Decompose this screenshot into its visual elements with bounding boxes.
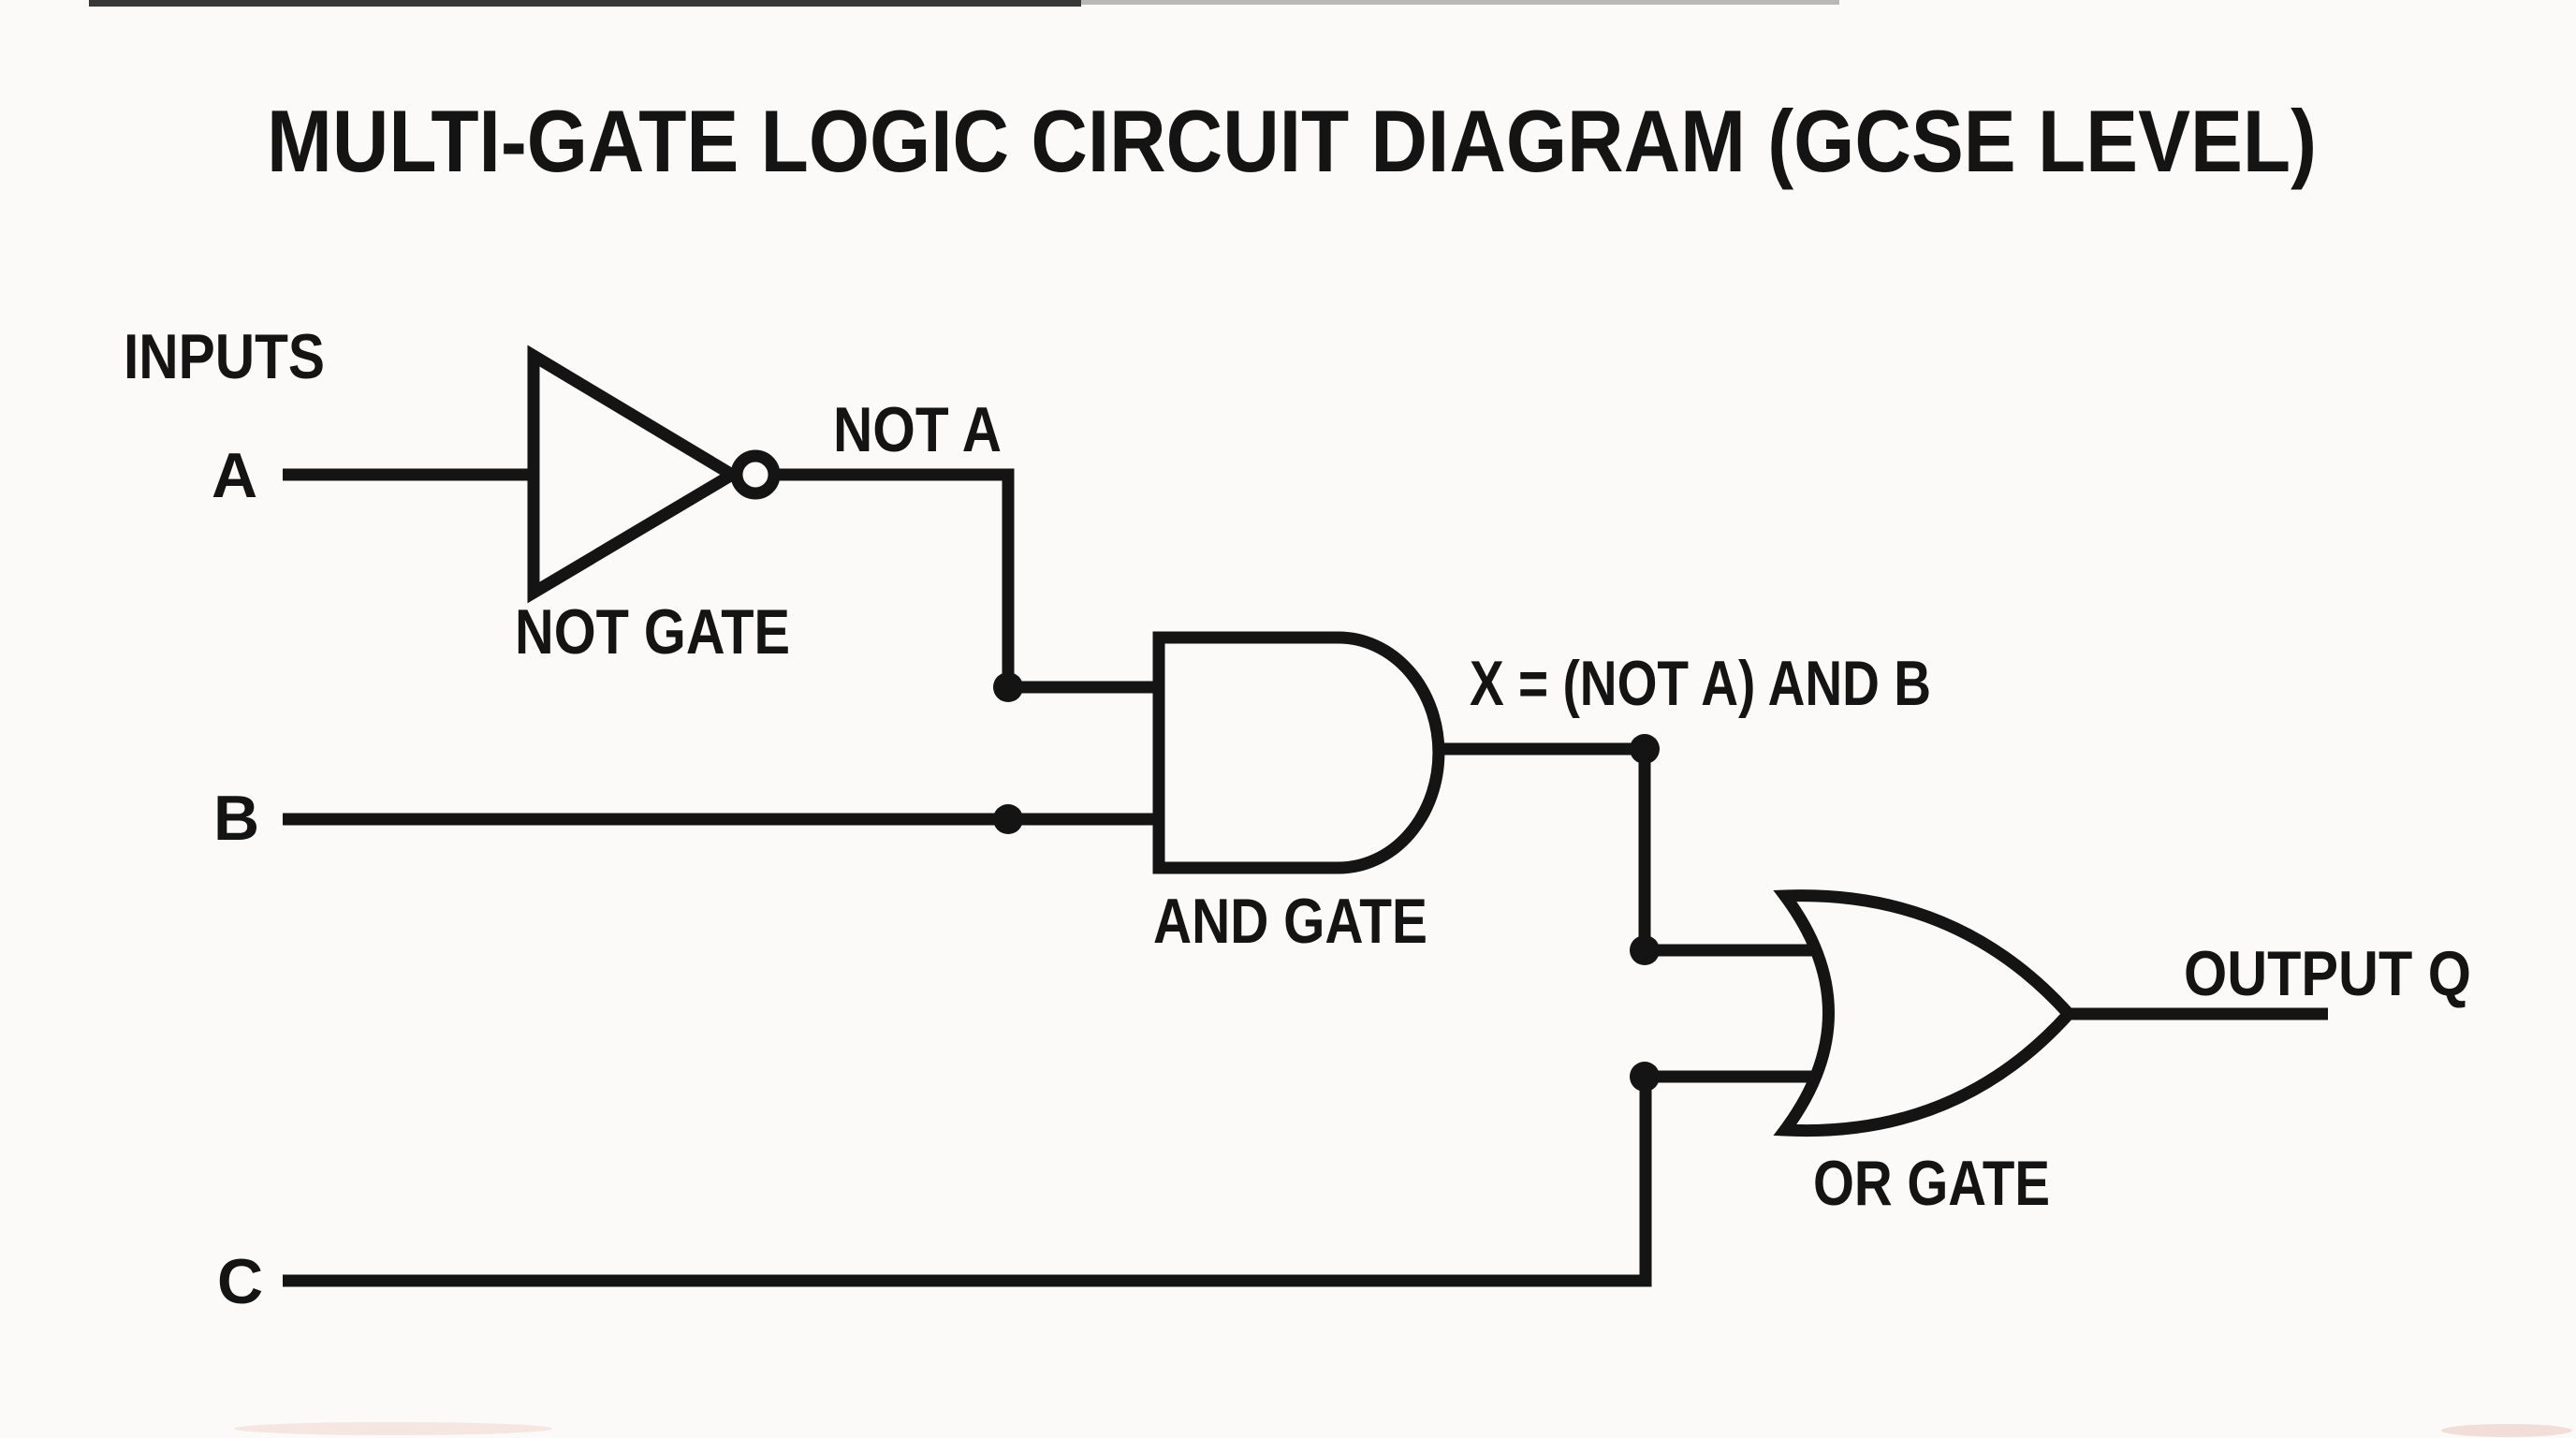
or-gate-label: OR GATE [1813,1148,2050,1219]
or-gate-symbol [1773,889,2077,1137]
not-gate-label: NOT GATE [515,596,790,668]
scan-artifact-top-right [1081,0,1839,5]
input-c-label: C [217,1246,263,1317]
not-a-signal-label: NOT A [833,394,1002,465]
junction-dot-b [993,804,1023,834]
page-title: MULTI-GATE LOGIC CIRCUIT DIAGRAM (GCSE L… [267,92,2317,190]
scan-artifact-bottom-left [234,1422,552,1435]
input-b-label: B [213,783,259,854]
wire-not-a [775,468,1015,687]
output-q-label: OUTPUT Q [2184,938,2471,1009]
wire-input-c [283,1077,1652,1287]
input-a-label: A [212,440,257,511]
x-expression-label: X = (NOT A) AND B [1470,648,1931,719]
junction-dot-or-top [1630,935,1660,965]
scan-artifact-bottom-right [2441,1424,2572,1437]
scan-artifact-top-left [89,0,1081,7]
junction-dot-or-bottom [1630,1062,1660,1092]
wire-and-output-x [1430,742,1651,950]
and-gate-symbol [1152,631,1445,874]
not-gate-symbol [527,345,744,604]
and-gate-label: AND GATE [1153,886,1427,957]
junction-dot-nota [993,672,1023,702]
inputs-heading-label: INPUTS [124,321,325,392]
junction-dot-x [1630,734,1660,764]
not-gate-bubble-icon [730,449,781,500]
